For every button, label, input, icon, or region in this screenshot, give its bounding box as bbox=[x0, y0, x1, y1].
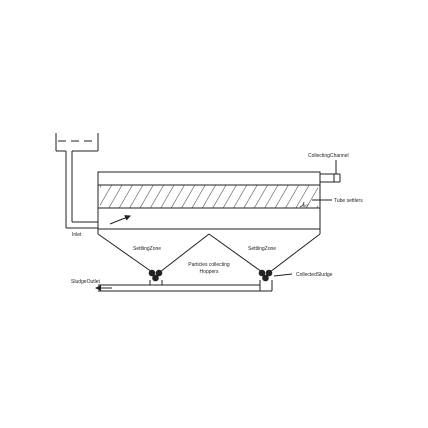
tube-settlers-hatch bbox=[100, 185, 318, 208]
label-hoppers-line1: Particles collecting bbox=[188, 262, 230, 268]
leader-collected-sludge bbox=[273, 273, 293, 277]
angle-arc bbox=[299, 201, 305, 208]
sludge-valve-left bbox=[148, 269, 163, 282]
sludge-outlet-pipe bbox=[95, 280, 273, 292]
sludge-valve-right bbox=[258, 269, 273, 282]
label-tube-settlers: Tube settlers bbox=[334, 198, 363, 204]
inlet-pipe bbox=[65, 151, 98, 229]
label-collecting-channel: CollectingChannel bbox=[308, 153, 349, 159]
flow-arrow bbox=[109, 215, 131, 225]
label-settling-zone-right: SettlingZone bbox=[248, 246, 276, 252]
collecting-channel bbox=[320, 173, 341, 183]
label-sludge-outlet: SludgeOutlet bbox=[71, 279, 101, 285]
label-inlet: Inlet bbox=[72, 232, 82, 238]
label-settling-zone-left: SettlingZone bbox=[133, 246, 161, 252]
label-hoppers-line2: Hoppers bbox=[200, 269, 219, 275]
feed-trough bbox=[55, 133, 99, 152]
label-tube-angle: 60° bbox=[303, 203, 309, 208]
hoppers bbox=[97, 229, 321, 273]
label-collected-sludge: CollectedSludge bbox=[296, 272, 333, 278]
